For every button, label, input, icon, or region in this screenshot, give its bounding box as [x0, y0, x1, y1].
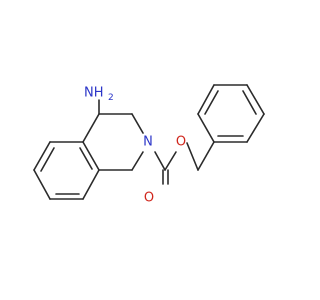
- bond-phenyl-6: [197, 113, 215, 143]
- double-bond-benzo-c: [79, 147, 93, 170]
- chemical-structure-drawing: NH 2 N O O: [33, 84, 265, 206]
- bond-benzo-4: [82, 169, 100, 200]
- bond-benzo-1: [33, 141, 51, 171]
- carbonyl-oxygen-label: O: [144, 191, 154, 206]
- double-bond-benzo-a: [40, 147, 55, 172]
- bond-phenyl-3: [246, 84, 265, 115]
- bond-benzo-6: [33, 169, 51, 200]
- bond-phenyl-5: [197, 84, 215, 115]
- ester-oxygen-label: O: [176, 135, 186, 150]
- amine-subscript-label: 2: [108, 93, 114, 103]
- double-bond-phenyl-c: [204, 90, 219, 115]
- bond-carbonyl-ester-o: [164, 151, 177, 171]
- bond-n2-carbonyl: [154, 151, 166, 171]
- bond-c4a-c4: [82, 113, 100, 143]
- bond-n2-c1: [131, 151, 144, 171]
- bond-ch2-phenyl: [197, 141, 215, 171]
- ring-nitrogen-label: N: [143, 135, 153, 150]
- bond-phenyl-2: [246, 113, 265, 143]
- bond-ester-o-ch2: [186, 142, 199, 171]
- tetrahydro-ring: [82, 113, 144, 171]
- amine-nitrogen-label: NH: [84, 86, 104, 101]
- double-bond-phenyl-b: [242, 90, 257, 115]
- bond-c3-n2: [131, 113, 144, 134]
- carbamate-group: [154, 151, 177, 185]
- bond-benzo-3: [82, 141, 100, 171]
- benzyl-group: [186, 84, 265, 171]
- benzo-ring: [33, 141, 100, 200]
